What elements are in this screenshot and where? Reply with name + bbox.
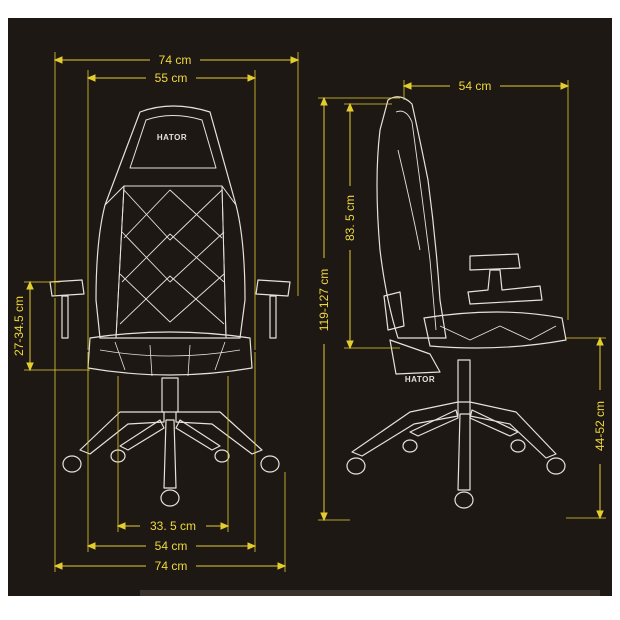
side-seat-height-label: 44-52 cm xyxy=(593,401,607,451)
front-backrest-outline xyxy=(95,105,246,339)
caster-wheel xyxy=(454,491,474,509)
caster-wheel xyxy=(510,439,526,453)
front-brand-logo: HATOR xyxy=(157,133,187,142)
front-right-armrest xyxy=(255,279,291,339)
label-bg xyxy=(150,53,200,67)
caster-wheel xyxy=(214,449,230,463)
label-bg xyxy=(146,71,196,85)
side-backrest-height-label: 83. 5 cm xyxy=(343,195,357,241)
front-base-width-label: 74 cm xyxy=(155,559,188,573)
front-backrest-width-label: 55 cm xyxy=(155,71,188,85)
caster-wheel xyxy=(160,489,180,507)
side-armrest-post xyxy=(467,269,543,305)
front-star-base xyxy=(79,411,263,489)
front-left-armrest xyxy=(49,279,85,339)
front-seat-width-label: 33. 5 cm xyxy=(150,519,196,533)
side-seat-stitching xyxy=(439,325,557,341)
caster-wheel xyxy=(260,455,280,473)
side-lumbar-pillow xyxy=(383,291,405,331)
side-seat-cushion xyxy=(423,311,567,349)
label-bg xyxy=(12,290,26,364)
side-backrest-inner xyxy=(395,110,437,331)
front-left-wing xyxy=(100,185,125,339)
caster-wheel xyxy=(546,457,566,475)
front-armrest-height-label: 27-34.5 cm xyxy=(12,296,26,356)
front-base-inner-width-label: 54 cm xyxy=(155,539,188,553)
front-top-overall-width-label: 74 cm xyxy=(159,53,192,67)
label-bg xyxy=(317,258,331,344)
side-total-height-label: 119-127 cm xyxy=(317,269,331,331)
front-right-wing xyxy=(221,185,240,339)
front-seat-cushion xyxy=(87,331,253,376)
label-bg xyxy=(450,79,500,93)
label-bg xyxy=(140,519,206,533)
label-bg xyxy=(146,559,196,573)
label-bg xyxy=(593,390,607,464)
side-backrest-outline xyxy=(376,96,447,339)
dimension-labels: 74 cm 55 cm 27-34.5 cm 33. 5 cm 54 cm 74… xyxy=(12,53,607,573)
side-tilt-mechanism xyxy=(389,339,441,375)
caster-wheel xyxy=(346,457,366,475)
diagram-background xyxy=(8,18,612,596)
side-casters xyxy=(346,439,566,509)
label-bg xyxy=(343,186,357,250)
caster-wheel xyxy=(62,455,82,473)
front-headrest-panel xyxy=(129,115,217,169)
side-armrest-pad xyxy=(469,253,521,271)
front-casters xyxy=(62,449,280,507)
footer-band xyxy=(140,590,600,596)
front-seat-stitching xyxy=(99,341,241,377)
front-diamond-stitching xyxy=(119,189,225,325)
side-star-base xyxy=(351,401,557,491)
caster-wheel xyxy=(402,439,418,453)
side-brand-logo: HATOR xyxy=(405,375,435,384)
side-view-chair xyxy=(346,96,567,509)
label-bg xyxy=(146,539,196,553)
side-depth-label: 54 cm xyxy=(459,79,492,93)
front-view-chair xyxy=(49,105,291,507)
